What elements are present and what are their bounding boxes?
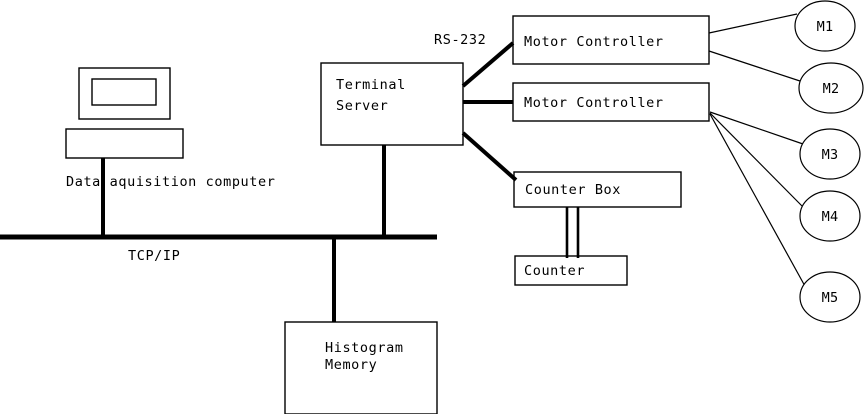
link-terminal-server-to-motor-controller-1 <box>461 41 515 88</box>
motor-m2-ellipse <box>798 62 864 114</box>
link-terminal-server-to-counter-box <box>461 131 518 182</box>
terminal-server-box <box>320 62 464 146</box>
link-motor-controller-2-to-m4 <box>709 112 804 208</box>
monitor-screen <box>91 78 157 106</box>
motor-m5-ellipse <box>799 271 861 323</box>
counter-box-box <box>513 171 682 208</box>
motor-controller-2-label: Motor Controller <box>524 95 664 111</box>
motor-controller-1-box <box>512 15 710 65</box>
motor-m2-label: M2 <box>823 81 840 97</box>
motor-m5-label: M5 <box>822 290 839 306</box>
motor-m4-ellipse <box>799 190 861 242</box>
rs232-link-label: RS-232 <box>434 32 486 48</box>
terminal-server-label-line2: Server <box>336 98 388 114</box>
histogram-memory-label-line2: Memory <box>325 357 377 373</box>
counter-label: Counter <box>524 263 585 279</box>
tcpip-bus-label: TCP/IP <box>128 248 180 264</box>
motor-m3-ellipse <box>799 128 861 180</box>
motor-m4-label: M4 <box>822 209 839 225</box>
motor-m1-label: M1 <box>817 19 834 35</box>
motor-m3-label: M3 <box>822 147 839 163</box>
link-motor-controller-2-to-m3 <box>709 111 804 145</box>
link-motor-controller-1-to-m1 <box>708 13 798 34</box>
motor-controller-1-label: Motor Controller <box>524 34 664 50</box>
histogram-memory-box <box>284 321 438 414</box>
link-motor-controller-2-to-m5 <box>709 113 807 289</box>
link-motor-controller-1-to-m2 <box>708 50 804 83</box>
counter-box <box>514 255 628 286</box>
histogram-memory-label-line1: Histogram <box>325 340 404 356</box>
counter-box-label: Counter Box <box>525 182 621 198</box>
computer-base <box>65 128 184 159</box>
motor-m1-ellipse <box>794 0 856 52</box>
terminal-server-label-line1: Terminal <box>336 77 406 93</box>
data-acquisition-computer-caption: Data aquisition computer <box>66 174 275 190</box>
